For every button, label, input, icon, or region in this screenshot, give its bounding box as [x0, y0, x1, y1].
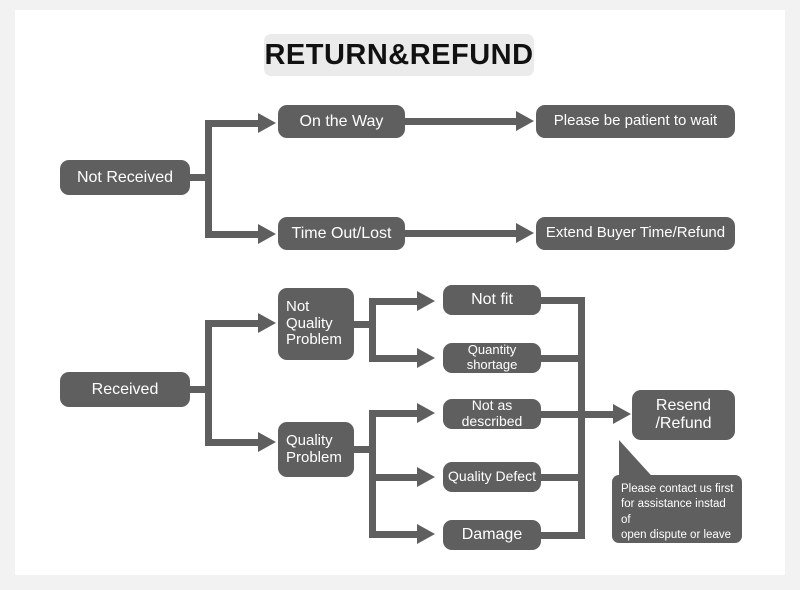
arrowhead-resend-refund	[613, 404, 631, 424]
connector-nqp-stub	[354, 321, 376, 328]
node-not-received[interactable]: Not Received	[60, 160, 190, 195]
connector-arm-time-out	[205, 231, 260, 238]
connector-time-out-to-extend	[405, 230, 520, 237]
connector-collect-not-as-described	[541, 411, 585, 418]
node-time-out-lost[interactable]: Time Out/Lost	[278, 217, 405, 250]
arrowhead-not-quality-problem	[258, 313, 276, 333]
callout-contact-us: Please contact us first for assistance i…	[612, 475, 742, 556]
node-not-quality-problem[interactable]: Not Quality Problem	[278, 288, 354, 360]
page-title-text: RETURN&REFUND	[264, 38, 534, 71]
arrowhead-quality-problem	[258, 432, 276, 452]
arrowhead-not-as-described	[417, 403, 435, 423]
connector-not-received-stub	[190, 174, 212, 181]
connector-arm-quantity-shortage	[369, 355, 419, 362]
arrowhead-damage	[417, 524, 435, 544]
callout-tail-icon	[619, 440, 659, 484]
node-quantity-shortage[interactable]: Quantity shortage	[443, 343, 541, 373]
connector-arm-not-quality	[205, 320, 260, 327]
connector-arm-not-fit	[369, 298, 419, 305]
node-resend-refund[interactable]: Resend /Refund	[632, 390, 735, 440]
node-not-fit[interactable]: Not fit	[443, 285, 541, 315]
connector-arm-damage	[369, 531, 419, 538]
connector-not-received-trunk	[205, 120, 212, 238]
node-received[interactable]: Received	[60, 372, 190, 407]
node-extend-buyer-time-refund[interactable]: Extend Buyer Time/Refund	[536, 217, 735, 250]
connector-collect-not-fit	[541, 297, 585, 304]
connector-arm-quality-defect	[369, 474, 419, 481]
node-please-be-patient[interactable]: Please be patient to wait	[536, 105, 735, 138]
diagram-canvas: RETURN&REFUND Not Received On the Way Ti…	[15, 10, 785, 575]
arrowhead-time-out	[258, 224, 276, 244]
arrowhead-quality-defect	[417, 467, 435, 487]
arrowhead-please-wait	[516, 111, 534, 131]
page-title: RETURN&REFUND	[264, 34, 534, 76]
connector-arm-on-the-way	[205, 120, 260, 127]
connector-arm-not-as-described	[369, 410, 419, 417]
node-on-the-way[interactable]: On the Way	[278, 105, 405, 138]
connector-collector-bus	[578, 297, 585, 539]
connector-collect-damage	[541, 532, 585, 539]
node-quality-defect[interactable]: Quality Defect	[443, 462, 541, 492]
connector-on-the-way-to-wait	[405, 118, 520, 125]
arrowhead-not-fit	[417, 291, 435, 311]
connector-collect-quality-defect	[541, 474, 585, 481]
node-not-as-described[interactable]: Not as described	[443, 397, 541, 429]
node-damage[interactable]: Damage	[443, 520, 541, 550]
connector-qp-stub	[354, 446, 376, 453]
connector-received-trunk	[205, 320, 212, 446]
connector-received-stub	[190, 386, 212, 393]
connector-collect-quantity-shortage	[541, 355, 585, 362]
connector-bus-to-resend	[578, 411, 618, 418]
node-quality-problem[interactable]: Quality Problem	[278, 422, 354, 477]
arrowhead-extend-buyer	[516, 223, 534, 243]
connector-arm-quality	[205, 439, 260, 446]
connector-nqp-trunk	[369, 298, 376, 362]
arrowhead-on-the-way	[258, 113, 276, 133]
arrowhead-quantity-shortage	[417, 348, 435, 368]
